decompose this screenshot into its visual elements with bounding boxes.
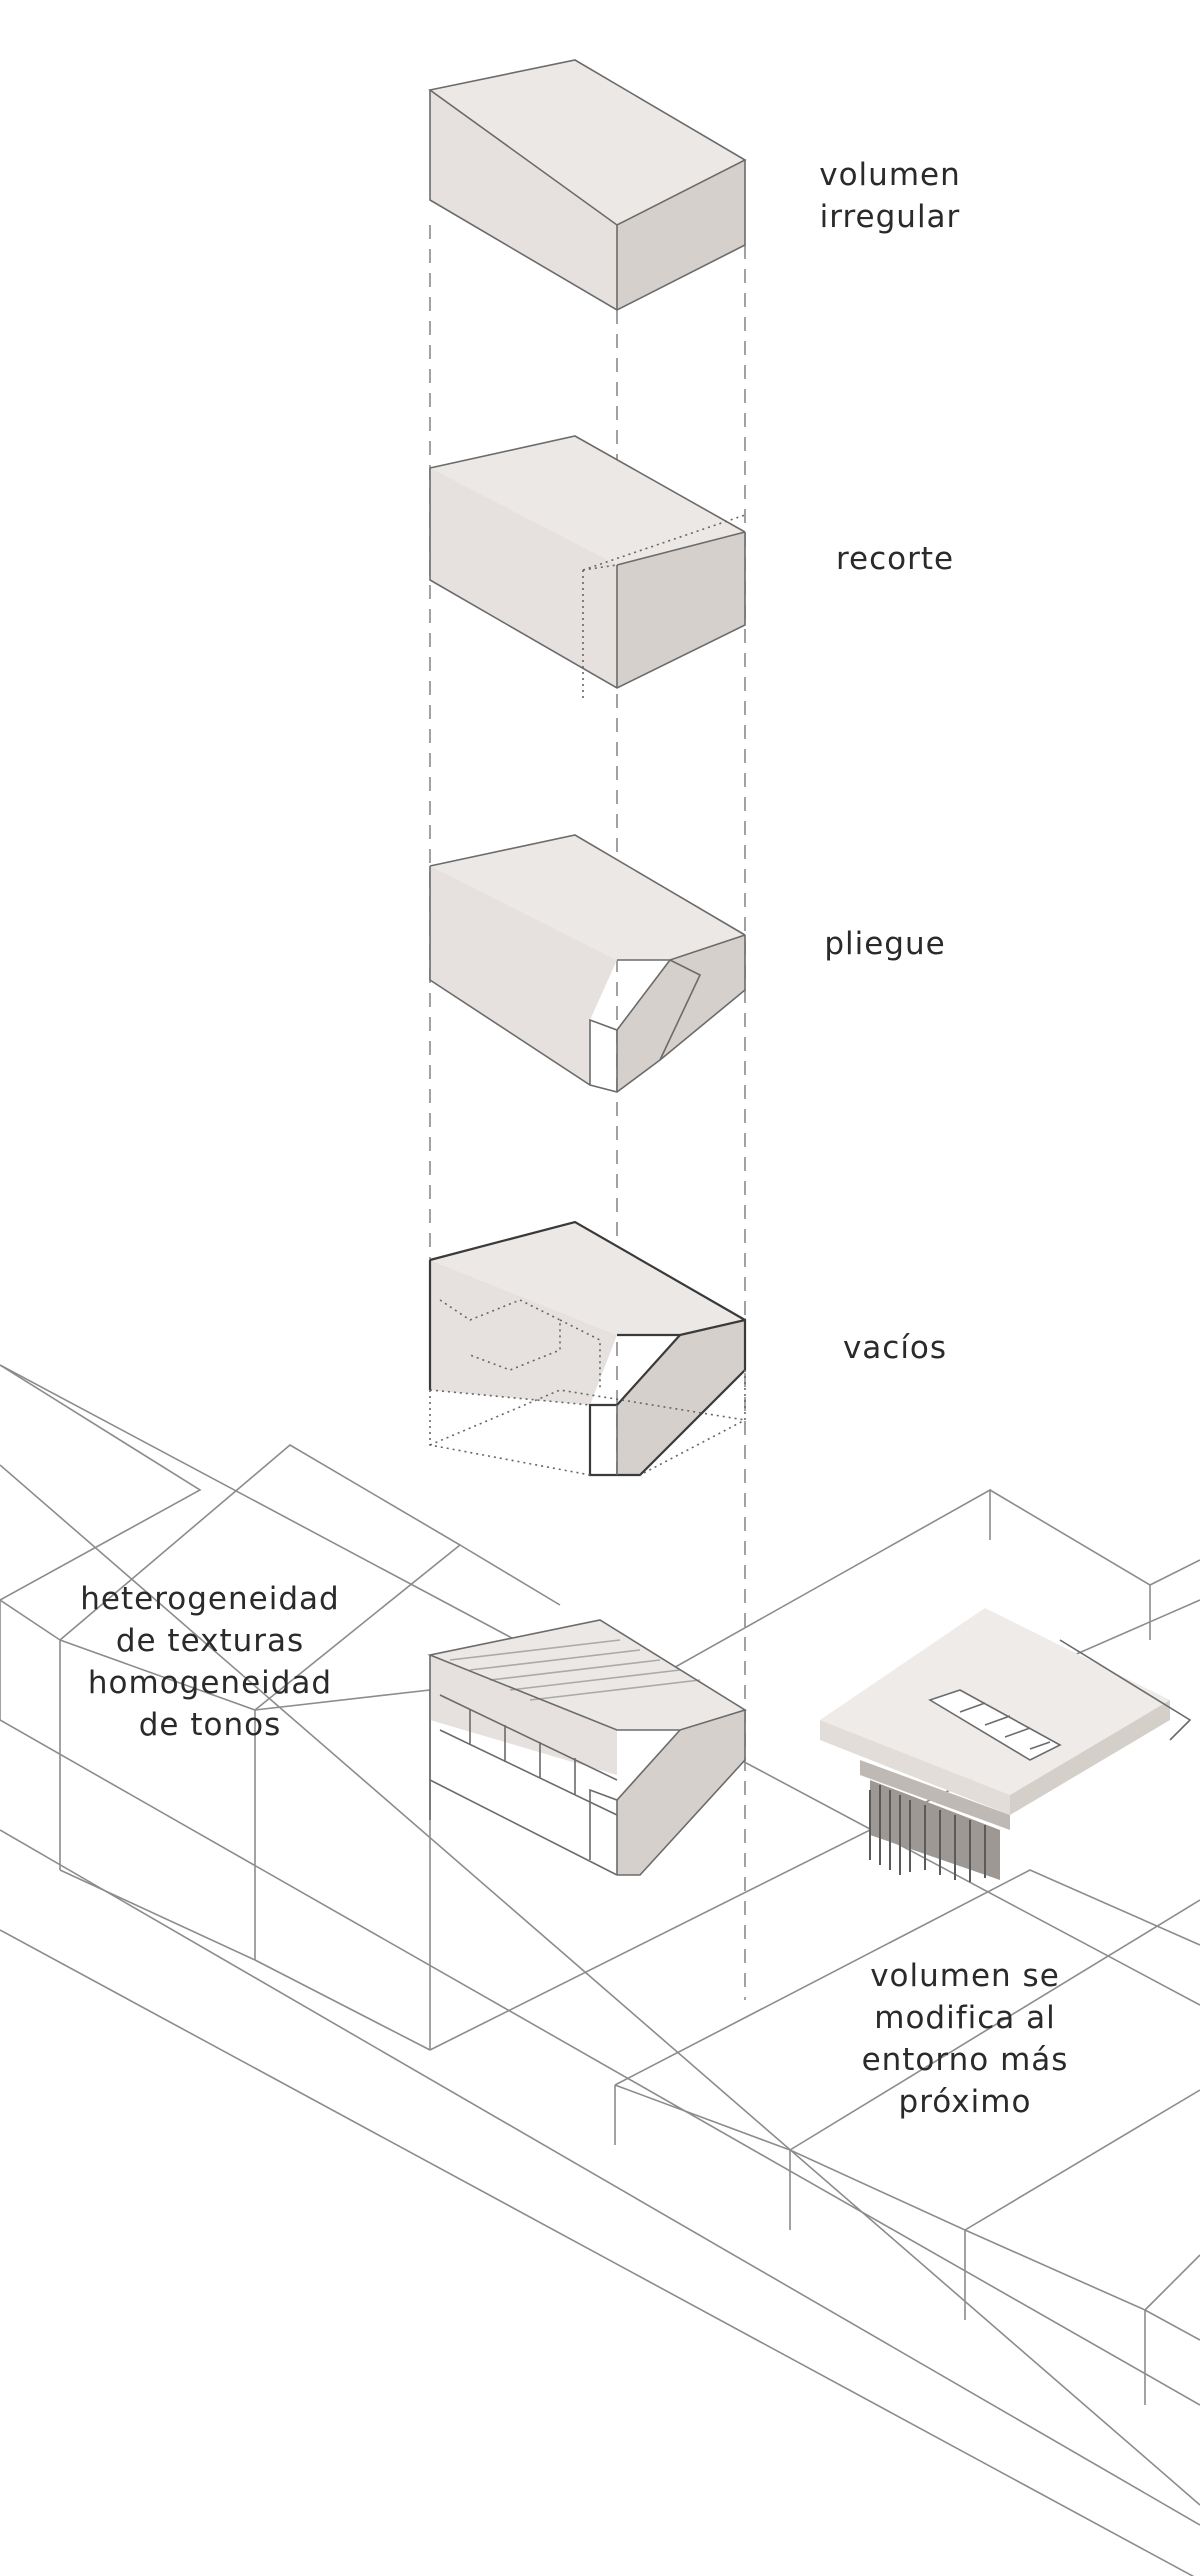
block-volumen-irregular: [428, 59, 747, 311]
label-line: irregular: [819, 199, 961, 235]
note-line: heterogeneidad: [80, 1581, 340, 1617]
block-recorte: [429, 435, 746, 700]
block-vacios: [428, 1220, 747, 1477]
label-recorte: recorte: [810, 538, 980, 580]
label-line: volumen: [819, 157, 961, 193]
note-line: volumen se: [870, 1958, 1060, 1994]
label-line: pliegue: [824, 926, 946, 962]
block-render-right: [820, 1608, 1192, 1882]
note-line: de texturas: [115, 1623, 305, 1659]
note-line: modifica al: [874, 2000, 1056, 2036]
label-vacios: vacíos: [810, 1327, 980, 1369]
note-line: de tonos: [138, 1707, 282, 1743]
label-line: recorte: [835, 541, 955, 577]
label-volumen-irregular: volumen irregular: [800, 154, 980, 238]
note-line: próximo: [898, 2084, 1032, 2120]
block-pliegue: [429, 834, 746, 1093]
note-line: entorno más: [861, 2042, 1069, 2078]
block-textured-in-context: [427, 1619, 747, 1876]
note-context: volumen se modifica al entorno más próxi…: [835, 1955, 1095, 2123]
note-textures: heterogeneidad de texturas homogeneidad …: [60, 1578, 360, 1746]
note-line: homogeneidad: [87, 1665, 333, 1701]
label-pliegue: pliegue: [800, 923, 970, 965]
label-line: vacíos: [842, 1330, 948, 1366]
